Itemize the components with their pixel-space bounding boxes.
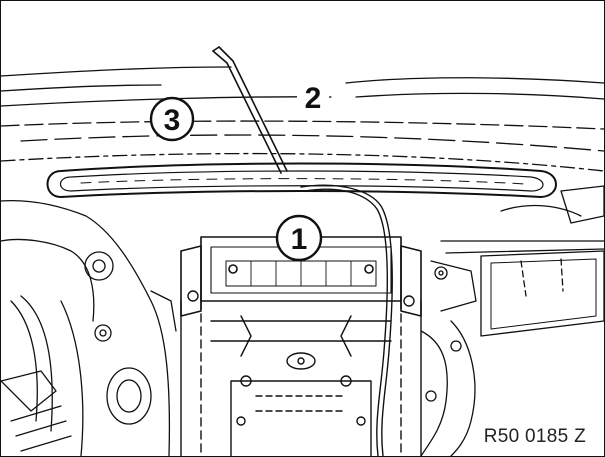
lower-housing <box>180 290 422 456</box>
svg-text:1: 1 <box>291 223 308 256</box>
figure-reference-code: R50 0185 Z <box>479 426 590 448</box>
svg-text:3: 3 <box>164 104 181 137</box>
windscreen-outline <box>1 66 604 172</box>
trim-strip <box>46 162 557 198</box>
left-bodywork <box>1 200 177 456</box>
pry-tool <box>212 46 288 174</box>
callout-1: 1 <box>275 214 323 262</box>
cable <box>300 184 393 456</box>
callout-2: 2 <box>297 81 329 115</box>
callout-3: 3 <box>149 96 195 142</box>
svg-text:2: 2 <box>305 82 322 115</box>
right-bodywork <box>420 185 604 456</box>
